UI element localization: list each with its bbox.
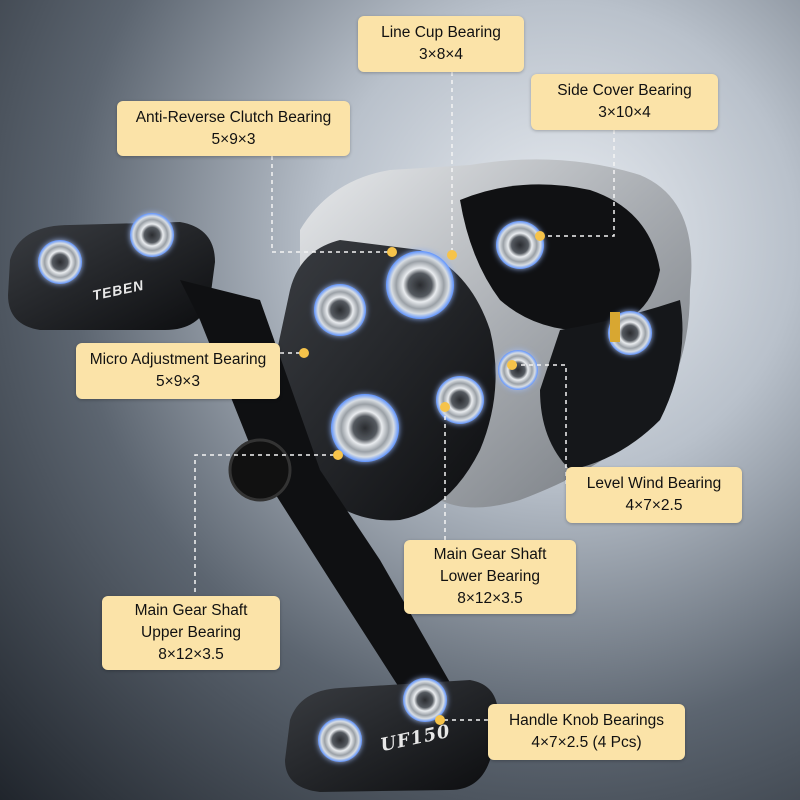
gold-accent bbox=[610, 312, 620, 342]
callout-main-gear-upper-bearing: Main Gear Shaft Upper Bearing 8×12×3.5 bbox=[102, 596, 280, 670]
callout-main-gear-lower-bearing: Main Gear Shaft Lower Bearing 8×12×3.5 bbox=[404, 540, 576, 614]
callout-size: 4×7×2.5 (4 Pcs) bbox=[531, 734, 642, 751]
leader-anti-reverse bbox=[271, 156, 392, 253]
callout-title: Line Cup Bearing bbox=[381, 24, 501, 41]
callout-side-cover-bearing: Side Cover Bearing 3×10×4 bbox=[531, 74, 718, 130]
callout-micro-adjustment-bearing: Micro Adjustment Bearing 5×9×3 bbox=[76, 343, 280, 399]
marker-main-lower bbox=[440, 402, 450, 412]
marker-level-wind bbox=[507, 360, 517, 370]
bearing-handle-lower-right bbox=[403, 678, 447, 722]
callout-size: 5×9×3 bbox=[211, 130, 256, 148]
bearing-main-upper bbox=[331, 394, 399, 462]
reel-spool bbox=[460, 184, 660, 331]
bearing-handle-upper-left bbox=[38, 240, 82, 284]
callout-title-line1: Main Gear Shaft bbox=[134, 602, 248, 619]
callout-title-line2: Upper Bearing bbox=[141, 624, 241, 641]
bearing-line-cup bbox=[386, 251, 454, 319]
callout-title: Level Wind Bearing bbox=[586, 475, 722, 492]
callout-size: 8×12×3.5 bbox=[158, 646, 224, 663]
marker-main-upper bbox=[333, 450, 343, 460]
bearing-main-lower bbox=[436, 376, 484, 424]
callout-line-cup-bearing: Line Cup Bearing 3×8×4 bbox=[358, 16, 524, 72]
callout-title: Micro Adjustment Bearing bbox=[89, 351, 267, 368]
leader-side-cover bbox=[540, 130, 615, 237]
marker-line-cup bbox=[447, 250, 457, 260]
marker-dots bbox=[299, 231, 545, 725]
callout-level-wind-bearing: Level Wind Bearing 4×7×2.5 bbox=[566, 467, 742, 523]
marker-side-cover bbox=[535, 231, 545, 241]
callout-title-line2: Lower Bearing bbox=[440, 568, 540, 585]
callout-size: 4×7×2.5 bbox=[625, 497, 683, 514]
bearing-micro-adjust bbox=[314, 284, 366, 336]
leader-main-upper bbox=[194, 454, 338, 600]
handle-arm-upper bbox=[8, 222, 215, 330]
bearing-handle-lower-left bbox=[318, 718, 362, 762]
marker-micro-adjust bbox=[299, 348, 309, 358]
callout-size: 3×8×4 bbox=[419, 46, 463, 63]
callout-size: 3×10×4 bbox=[598, 104, 651, 121]
callout-size: 8×12×3.5 bbox=[457, 590, 523, 607]
callout-anti-reverse-bearing: Anti-Reverse Clutch Bearing 5×9×3 bbox=[117, 101, 350, 156]
marker-handle-knob bbox=[435, 715, 445, 725]
callout-title: Side Cover Bearing bbox=[557, 82, 692, 99]
callout-handle-knob-bearings: Handle Knob Bearings 4×7×2.5 (4 Pcs) bbox=[488, 704, 685, 760]
bearing-side-cover bbox=[496, 221, 544, 269]
callout-title: Anti-Reverse Clutch Bearing bbox=[135, 108, 332, 126]
star-drag bbox=[228, 438, 292, 502]
callout-title: Handle Knob Bearings bbox=[508, 712, 665, 729]
marker-line-cup-2 bbox=[387, 247, 397, 257]
callout-size: 5×9×3 bbox=[156, 373, 200, 390]
leader-lines bbox=[194, 72, 615, 721]
bearing-anti-reverse bbox=[498, 350, 538, 390]
callout-title-line1: Main Gear Shaft bbox=[433, 546, 547, 563]
leader-level-wind bbox=[512, 364, 567, 484]
bearing-handle-upper-right bbox=[130, 213, 174, 257]
